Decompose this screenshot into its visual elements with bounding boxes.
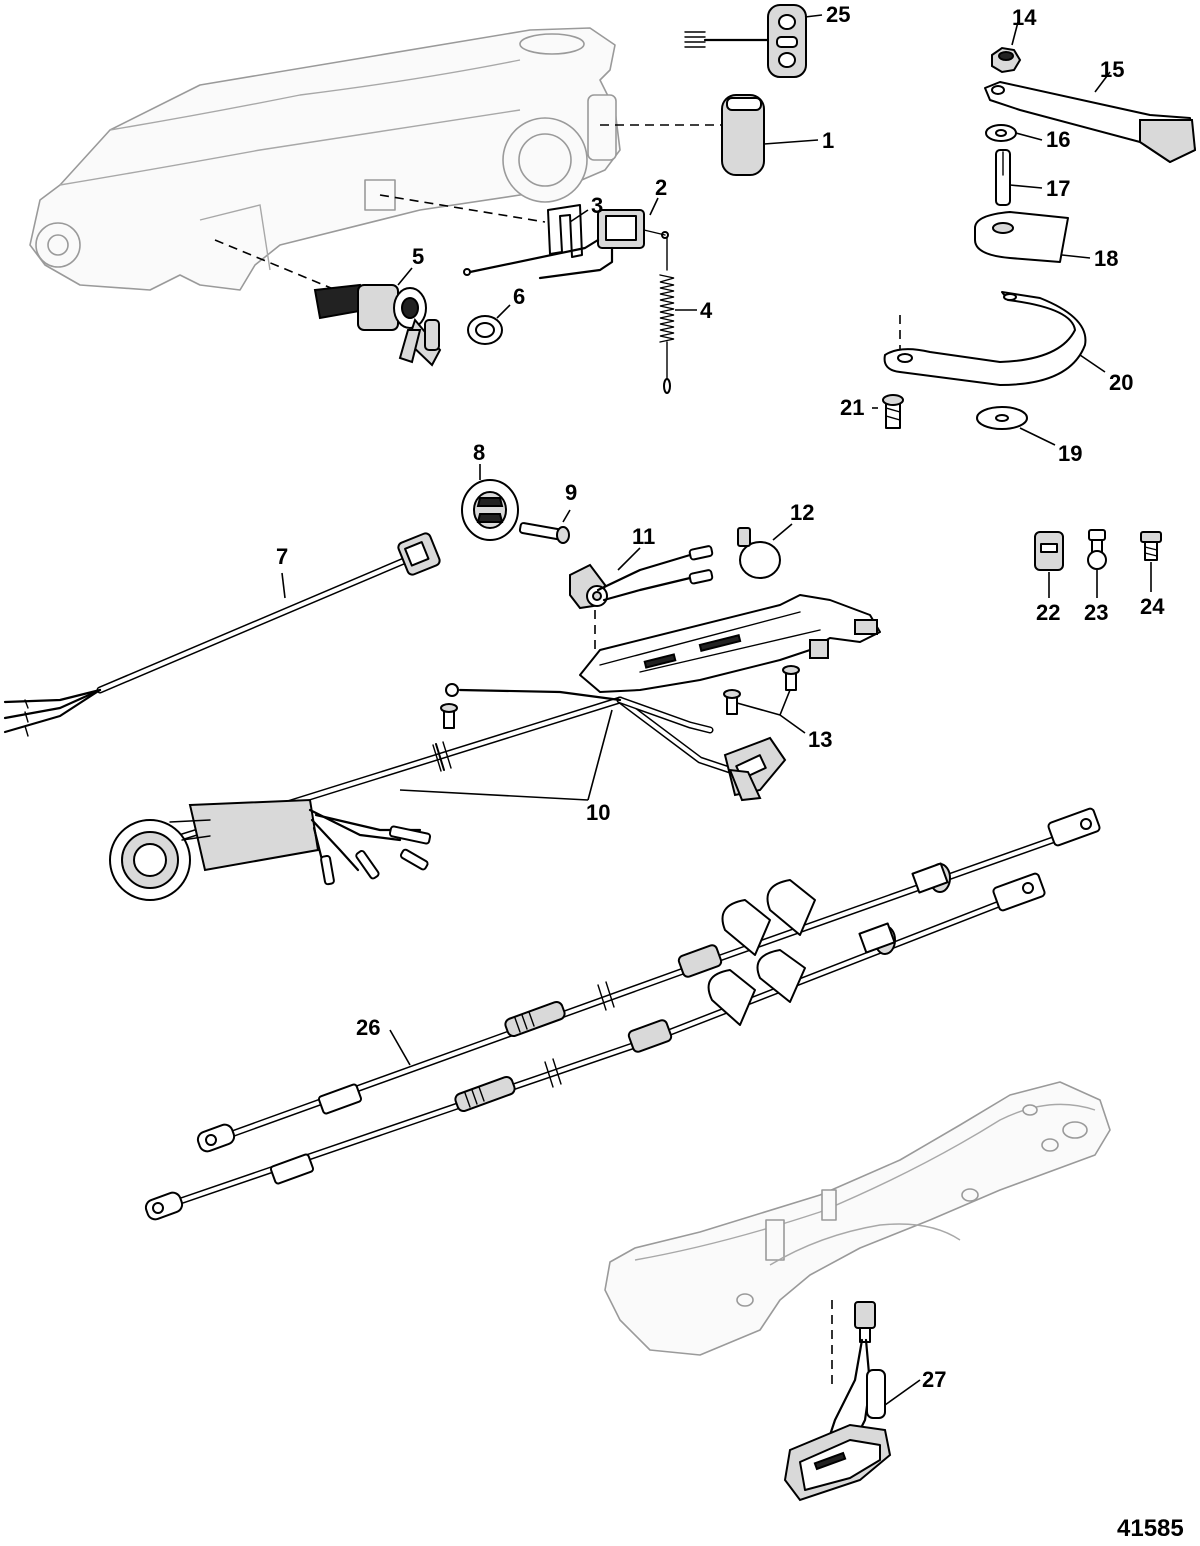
callout-labels: 25 1 2 3 4 5 6 7 8 9 10 11 12 13 14 15 1…	[276, 2, 1165, 1392]
housing-screw	[518, 522, 570, 544]
stop-switch	[463, 209, 669, 280]
callout-2: 2	[655, 175, 667, 200]
control-cables	[144, 807, 1101, 1221]
callout-21: 21	[840, 395, 864, 420]
clip	[1034, 531, 1064, 571]
alignment-line	[379, 194, 546, 223]
callout-9: 9	[565, 480, 577, 505]
leader-lines	[281, 14, 1152, 1406]
callout-7: 7	[276, 544, 288, 569]
ball-stud	[1087, 529, 1107, 570]
bracket-screws	[440, 665, 800, 729]
callout-27: 27	[922, 1367, 946, 1392]
washer	[985, 124, 1017, 142]
switch-housing	[461, 479, 519, 541]
callout-11: 11	[632, 524, 655, 549]
screw-24	[1140, 531, 1162, 561]
button-cover	[721, 94, 765, 176]
callout-14: 14	[1012, 5, 1037, 30]
main-wiring-harness	[109, 594, 881, 901]
callout-12: 12	[790, 500, 814, 525]
switch-nut	[467, 315, 503, 345]
pivot-pin	[995, 149, 1011, 206]
pivot-screw	[882, 394, 904, 429]
lock-nut	[991, 46, 1022, 74]
lower-cover	[604, 1081, 1111, 1356]
callout-19: 19	[1058, 441, 1082, 466]
neutral-switch	[569, 545, 714, 610]
friction-lever	[984, 81, 1197, 164]
trim-harness	[3, 532, 441, 737]
stop-switch-clip	[684, 4, 807, 78]
callout-23: 23	[1084, 600, 1108, 625]
tiller-handle-housing	[29, 27, 621, 291]
callout-5: 5	[412, 244, 424, 269]
callout-24: 24	[1140, 594, 1165, 619]
callout-25: 25	[826, 2, 850, 27]
flat-washer	[976, 406, 1028, 430]
callout-17: 17	[1046, 176, 1070, 201]
callout-26: 26	[356, 1015, 380, 1040]
callout-3: 3	[591, 193, 603, 218]
alignment-line	[214, 239, 361, 301]
arc-plate	[883, 291, 1087, 386]
callout-13: 13	[808, 727, 832, 752]
callout-1: 1	[822, 128, 834, 153]
callout-20: 20	[1109, 370, 1133, 395]
callout-15: 15	[1100, 57, 1124, 82]
callout-6: 6	[513, 284, 525, 309]
callout-4: 4	[700, 298, 713, 323]
callout-10: 10	[586, 800, 610, 825]
trim-switch-harness	[783, 1301, 892, 1502]
callout-22: 22	[1036, 600, 1060, 625]
figure-number: 41585	[1117, 1515, 1184, 1542]
callout-18: 18	[1094, 246, 1118, 271]
callout-8: 8	[473, 440, 485, 465]
cable-tie	[737, 527, 781, 579]
retainer-clip	[547, 204, 583, 258]
lanyard-spring	[659, 237, 675, 394]
callout-16: 16	[1046, 127, 1070, 152]
friction-plate	[974, 211, 1069, 263]
ignition-key-switch	[313, 283, 442, 367]
